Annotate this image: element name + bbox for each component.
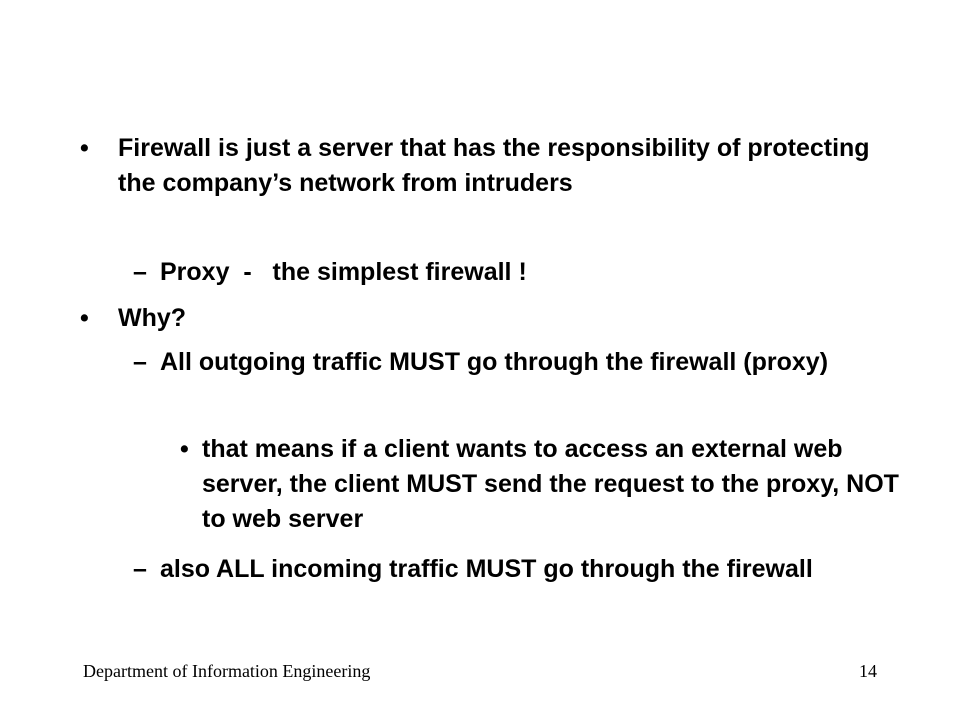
- dash-marker: –: [133, 348, 147, 376]
- dash-marker: –: [133, 555, 147, 583]
- footer-page-number: 14: [859, 661, 877, 681]
- bullet-text: that means if a client wants to access a…: [202, 435, 899, 533]
- bullet-marker: •: [80, 304, 89, 332]
- sub-bullet-outgoing-traffic: – All outgoing traffic MUST go through t…: [133, 345, 900, 380]
- bullet-firewall-definition: • Firewall is just a server that has the…: [80, 131, 900, 201]
- bullet-text: also ALL incoming traffic MUST go throug…: [160, 555, 813, 583]
- bullet-marker: •: [80, 134, 89, 162]
- footer-department: Department of Information Engineering: [83, 661, 371, 681]
- sub-sub-bullet-client-request: • that means if a client wants to access…: [180, 432, 900, 537]
- bullet-text: Why?: [118, 304, 187, 332]
- bullet-why: • Why?: [80, 301, 900, 336]
- bullet-text: All outgoing traffic MUST go through the…: [160, 348, 829, 376]
- sub-bullet-incoming-traffic: – also ALL incoming traffic MUST go thro…: [133, 552, 900, 587]
- sub-bullet-proxy: – Proxy - the simplest firewall !: [133, 255, 900, 290]
- dash-marker: –: [133, 258, 147, 286]
- bullet-marker: •: [180, 435, 189, 463]
- bullet-text: Proxy - the simplest firewall !: [160, 258, 527, 286]
- bullet-text: Firewall is just a server that has the r…: [118, 134, 870, 197]
